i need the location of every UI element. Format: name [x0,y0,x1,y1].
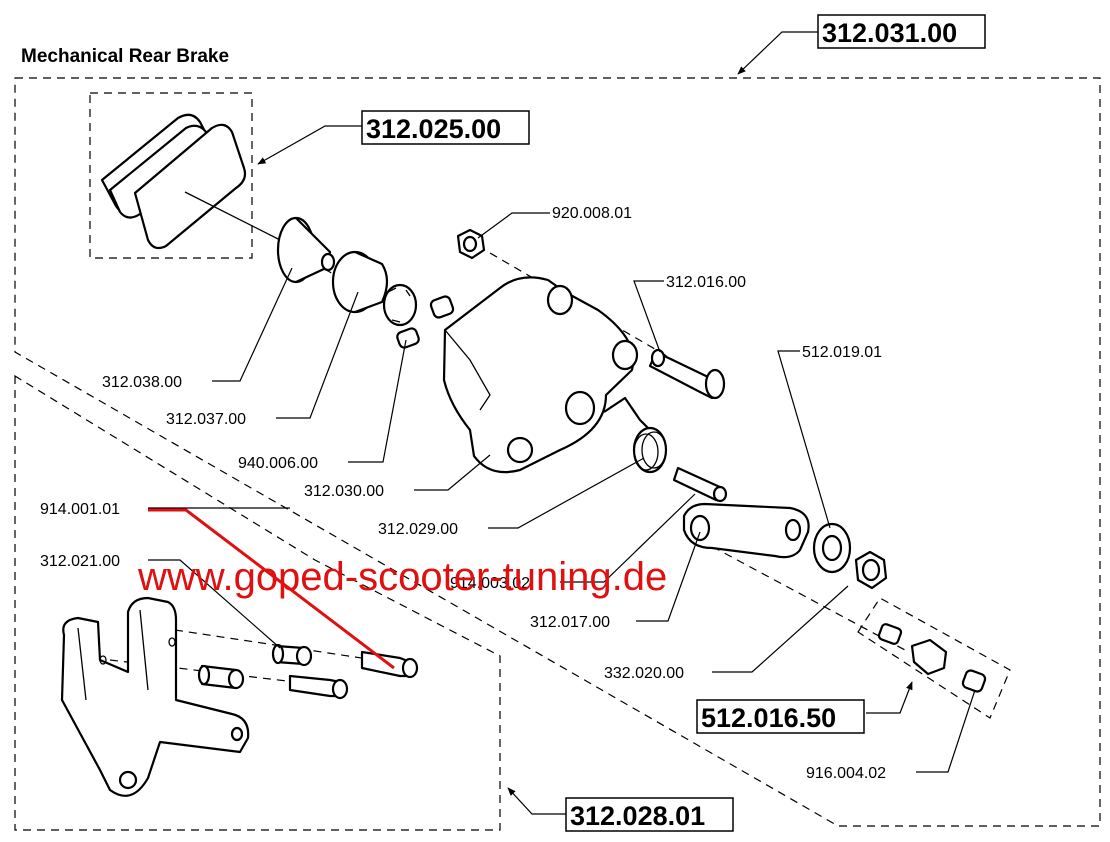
cam-kit-parts [877,623,987,693]
caliper-312-030 [442,276,639,474]
axis-line [699,539,906,651]
assembly-number-brake[interactable]: 312.031.00 [822,18,957,48]
shaft-914-003 [672,466,728,503]
part-label[interactable]: 914.003.02 [450,575,530,592]
nut-920-008 [456,228,486,260]
brake-pads [100,113,291,250]
assembly-box [817,14,986,49]
cam-kit-boundary [857,597,1011,719]
brake-arm-312-017 [682,502,810,559]
part-label[interactable]: 312.017.00 [530,614,610,631]
assembly-number-cam-kit[interactable]: 512.016.50 [701,703,836,733]
part-label[interactable]: 332.020.00 [604,665,684,682]
part-label[interactable]: 312.029.00 [378,521,458,538]
bushing-940-006 [396,295,455,349]
part-label[interactable]: 312.016.00 [666,274,746,291]
part-label[interactable]: 312.021.00 [40,553,120,570]
spacers-and-bolts [197,643,419,700]
brake-assembly-boundary [14,77,1101,827]
highlight-line [148,508,395,670]
part-label[interactable]: 512.019.01 [802,344,882,361]
part-label[interactable]: 312.038.00 [102,374,182,391]
part-label[interactable]: 914.001.01 [40,501,120,518]
assembly-number-pads[interactable]: 312.025.00 [366,114,501,144]
assembly-box [361,110,530,145]
washer-512-019 [812,522,852,574]
pin-312-016 [648,348,726,400]
bracket-312-028 [60,596,250,797]
axis-line [174,629,376,661]
part-label[interactable]: 920.008.01 [552,205,632,222]
part-label[interactable]: 312.030.00 [304,483,384,500]
assembly-number-bracket[interactable]: 312.028.01 [570,801,705,831]
brake-pads-boundary [89,92,253,259]
spring-312-029 [603,396,668,474]
part-label[interactable]: 940.006.00 [238,455,318,472]
leader-lines [148,31,976,815]
part-label[interactable]: 916.004.02 [806,765,886,782]
assembly-box [696,699,865,734]
diagram-title: Mechanical Rear Brake [21,46,229,67]
bracket-boundary [14,374,501,831]
adjuster-312-037 [331,250,418,327]
watermark: www.goped-scooter-tuning.de [137,555,667,599]
piston-312-038 [276,216,336,284]
nut-332-020 [854,550,888,590]
part-label[interactable]: 312.037.00 [166,411,246,428]
assembly-box [565,797,734,832]
